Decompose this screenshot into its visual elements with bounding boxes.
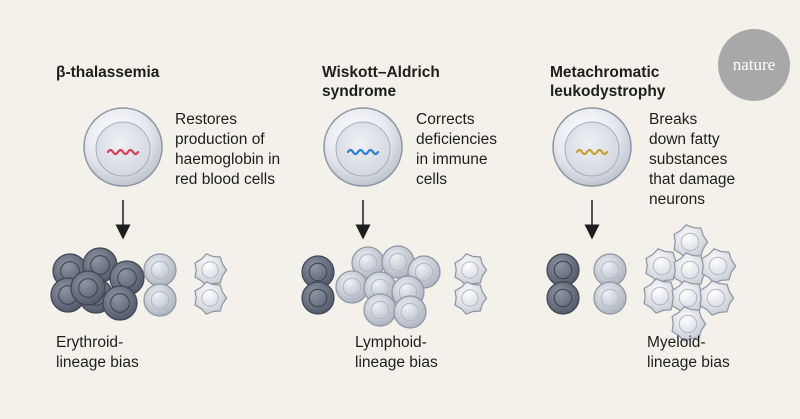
column-1-bias-line-2: lineage bias <box>56 354 139 371</box>
column-2-desc-line-3: in immune <box>416 151 488 168</box>
mid-blood-cell <box>335 270 369 304</box>
stem-cell-nucleus <box>95 121 151 177</box>
column-1-desc-line-2: production of <box>175 131 265 148</box>
mid-blood-cell <box>593 281 627 315</box>
light-blood-cell <box>194 281 228 315</box>
column-3-desc-line-5: neurons <box>649 191 706 208</box>
light-blood-cell <box>454 253 488 287</box>
column-2-description: Corrects deficiencies in immune cells <box>416 110 497 190</box>
column-1-desc-line-1: Restores <box>175 111 238 128</box>
column-1-title-line-1: β-thalassemia <box>56 64 160 81</box>
gene-strand-icon <box>106 148 140 156</box>
mid-blood-cell <box>393 295 427 329</box>
column-1-bias-label: Erythroid- lineage bias <box>56 333 139 373</box>
dark-blood-cell <box>301 281 335 315</box>
gene-strand-icon <box>575 148 609 156</box>
column-2-bias-label: Lymphoid- lineage bias <box>355 333 438 373</box>
column-2-title: Wiskott–Aldrich syndrome <box>322 63 440 101</box>
gene-strand-icon <box>346 148 380 156</box>
dark-blood-cell <box>102 285 138 321</box>
column-2-desc-line-4: cells <box>416 171 448 188</box>
light-blood-cell <box>671 306 707 342</box>
column-3-desc-line-4: that damage <box>649 171 736 188</box>
column-3-desc-line-2: down fatty <box>649 131 720 148</box>
column-3-bias-line-1: Myeloid- <box>647 334 706 351</box>
stem-cell-1 <box>83 107 163 187</box>
column-1-bias-line-1: Erythroid- <box>56 334 124 351</box>
column-1-description: Restores production of haemoglobin in re… <box>175 110 280 190</box>
stem-cell-3 <box>552 107 632 187</box>
column-3-bias-line-2: lineage bias <box>647 354 730 371</box>
column-1-desc-line-4: red blood cells <box>175 171 275 188</box>
column-2-title-line-2: syndrome <box>322 83 397 100</box>
column-2-bias-line-1: Lymphoid- <box>355 334 427 351</box>
dark-blood-cell <box>546 281 580 315</box>
column-3-title: Metachromatic leukodystrophy <box>550 63 665 101</box>
light-blood-cell <box>645 248 681 284</box>
nature-logo-text: nature <box>732 55 776 74</box>
column-2-desc-line-1: Corrects <box>416 111 475 128</box>
column-3-desc-line-1: Breaks <box>649 111 698 128</box>
light-blood-cell <box>643 278 679 314</box>
mid-blood-cell <box>143 253 177 287</box>
stem-cell-nucleus <box>564 121 620 177</box>
column-1-desc-line-3: haemoglobin in <box>175 151 281 168</box>
stem-cell-2 <box>323 107 403 187</box>
mid-blood-cell <box>593 253 627 287</box>
mid-blood-cell <box>143 283 177 317</box>
light-blood-cell <box>454 281 488 315</box>
light-blood-cell <box>194 253 228 287</box>
mid-blood-cell <box>363 293 397 327</box>
column-3-description: Breaks down fatty substances that damage… <box>649 110 735 210</box>
column-2-title-line-1: Wiskott–Aldrich <box>322 64 440 81</box>
column-3-bias-label: Myeloid- lineage bias <box>647 333 730 373</box>
light-blood-cell <box>701 248 737 284</box>
column-3-title-line-2: leukodystrophy <box>550 83 666 100</box>
column-3-title-line-1: Metachromatic <box>550 64 660 81</box>
light-blood-cell <box>699 280 735 316</box>
column-2-bias-line-2: lineage bias <box>355 354 438 371</box>
dark-blood-cell <box>70 270 106 306</box>
column-2-desc-line-2: deficiencies <box>416 131 497 148</box>
column-1-title: β-thalassemia <box>56 63 159 82</box>
nature-logo-badge: nature <box>718 29 790 101</box>
column-3-desc-line-3: substances <box>649 151 728 168</box>
light-blood-cell <box>673 224 709 260</box>
dark-blood-cell <box>546 253 580 287</box>
stem-cell-nucleus <box>335 121 391 177</box>
mid-blood-cell <box>381 245 415 279</box>
